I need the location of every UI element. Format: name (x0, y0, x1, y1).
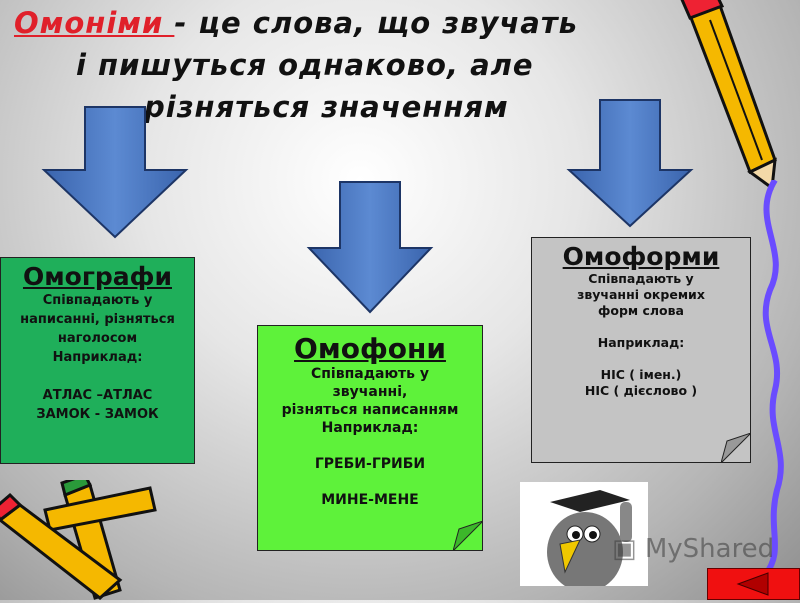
title-line2: і пишуться однаково, але (76, 48, 534, 82)
card-body: Співпадають у звучанні, різняться написа… (281, 366, 459, 508)
homoforms-card: Омоформи Співпадають у звучанні окремих … (531, 237, 751, 463)
card-body: Співпадають у написанні, різняться нагол… (20, 293, 175, 422)
squiggle-decoration (762, 180, 784, 575)
watermark-logo: ▣ MyShared (612, 534, 775, 564)
page-fold-icon (721, 433, 751, 463)
back-button[interactable] (707, 568, 800, 600)
owl-graduate-icon (547, 490, 632, 592)
crossed-pencils-icon (0, 480, 157, 600)
title-line3: різняться значенням (144, 90, 509, 124)
card-heading: Омоформи (562, 242, 720, 271)
title-line1: - це слова, що звучать (174, 6, 578, 40)
triangle-left-icon (736, 572, 769, 596)
pencil-icon (680, 0, 777, 190)
card-heading: Омофони (294, 332, 446, 365)
slide-title: Омоніми - це слова, що звучать і пишутьс… (14, 2, 664, 128)
page-fold-icon (453, 521, 483, 551)
homographs-card: Омографи Співпадають у написанні, різнят… (0, 257, 195, 464)
arrow-down-icon (566, 99, 694, 228)
title-highlight: Омоніми (14, 6, 175, 40)
arrow-down-icon (41, 106, 189, 239)
homophones-card: Омофони Співпадають у звучанні, різнятьс… (257, 325, 483, 551)
owl-illustration (520, 482, 648, 592)
card-heading: Омографи (22, 262, 172, 291)
card-body: Співпадають у звучанні окремих форм слов… (577, 271, 705, 398)
arrow-down-icon (306, 181, 434, 314)
